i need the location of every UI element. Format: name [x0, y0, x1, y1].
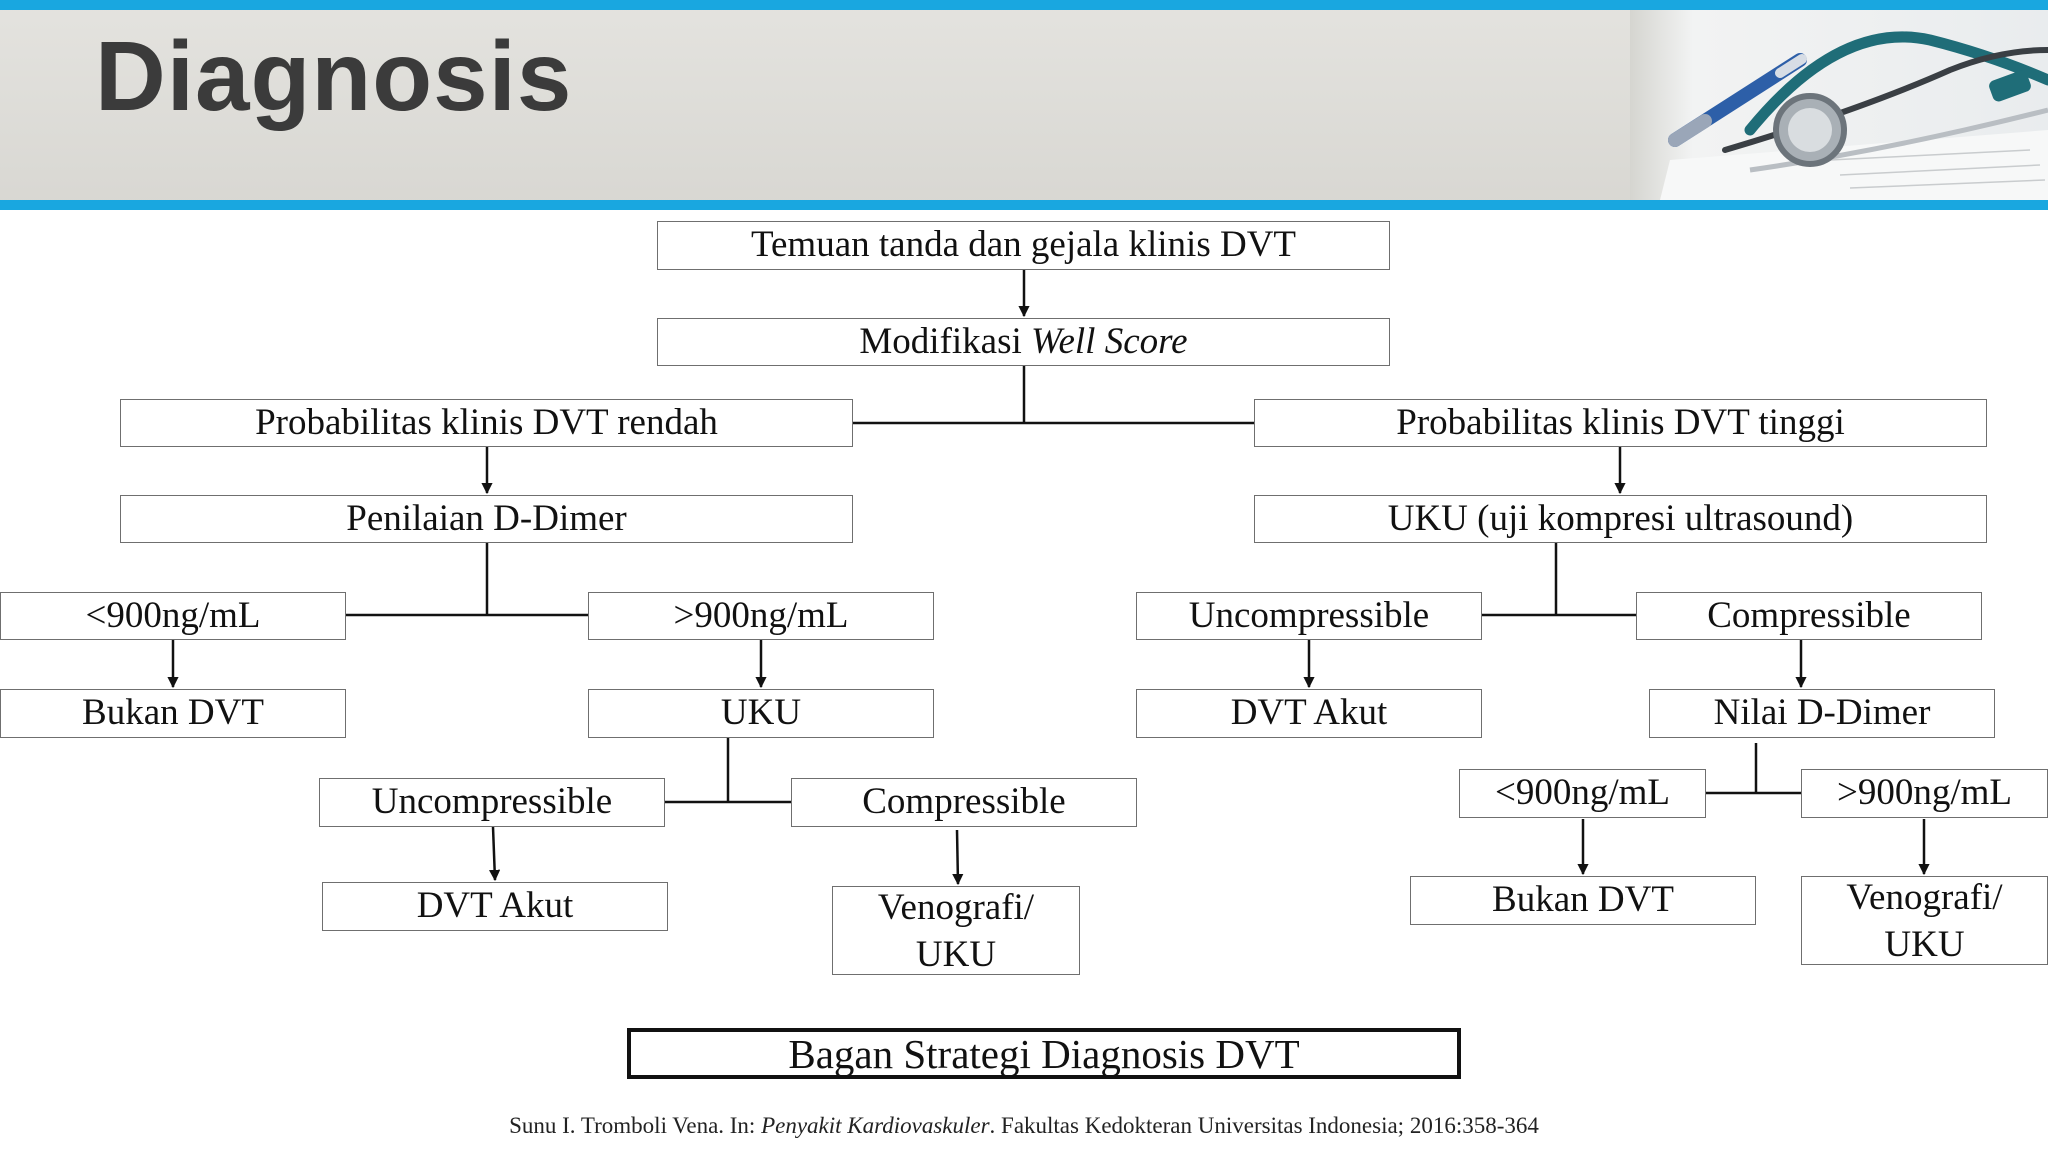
left-uncomp-label: Uncompressible: [371, 781, 613, 823]
box-left-bukan-dvt: Bukan DVT: [0, 689, 346, 738]
left-lt900-label: <900ng/mL: [85, 594, 261, 636]
box-right-nilai-ddimer: Nilai D-Dimer: [1649, 689, 1995, 738]
left-comp-label: Compressible: [862, 781, 1066, 823]
right-dvt-akut-label: DVT Akut: [1230, 692, 1388, 734]
right-nilai-ddimer-label: Nilai D-Dimer: [1713, 692, 1931, 734]
box-ddimer-assessment: Penilaian D-Dimer: [120, 495, 853, 543]
box-low-probability: Probabilitas klinis DVT rendah: [120, 399, 853, 447]
box-left-uku: UKU: [588, 689, 934, 738]
right-comp-label: Compressible: [1707, 594, 1911, 636]
header-top-accent-bar: [0, 0, 2048, 10]
box-modified-well-score: Modifikasi Well Score: [657, 318, 1390, 366]
high-prob-label: Probabilitas klinis DVT tinggi: [1396, 401, 1845, 443]
right-veno-line1: Venografi/: [1846, 876, 2003, 918]
right-veno-line2: UKU: [1884, 923, 1965, 965]
box-left-compressible: Compressible: [791, 778, 1137, 827]
uku-full-label: UKU (uji kompresi ultrasound): [1387, 497, 1854, 539]
right-uncomp-label: Uncompressible: [1188, 594, 1430, 636]
header-bottom-accent-bar: [0, 200, 2048, 210]
left-veno-line1: Venografi/: [877, 886, 1035, 928]
box-left-gt900: >900ng/mL: [588, 592, 934, 640]
low-prob-label: Probabilitas klinis DVT rendah: [255, 401, 718, 443]
left-veno-line2: UKU: [915, 933, 997, 975]
right-bukan-dvt-label: Bukan DVT: [1492, 879, 1674, 921]
right-gt900-label: >900ng/mL: [1836, 772, 2013, 814]
box-right-lt900: <900ng/mL: [1459, 769, 1706, 818]
arrow-comp-to-veno: [952, 829, 964, 886]
right-lt900-label: <900ng/mL: [1494, 772, 1671, 814]
box-left-dvt-akut: DVT Akut: [322, 882, 668, 931]
diagram-caption: Bagan Strategi Diagnosis DVT: [627, 1028, 1461, 1079]
arrow-uncomp-to-dvt: [488, 826, 501, 882]
box-high-probability: Probabilitas klinis DVT tinggi: [1254, 399, 1987, 447]
box-right-uncompressible: Uncompressible: [1136, 592, 1482, 640]
left-bukan-dvt-label: Bukan DVT: [82, 692, 264, 734]
box-right-compressible: Compressible: [1636, 592, 1982, 640]
box-right-bukan-dvt: Bukan DVT: [1410, 876, 1756, 925]
left-uku-label: UKU: [720, 692, 802, 734]
citation: Sunu I. Tromboli Vena. In: Penyakit Kard…: [0, 1113, 2048, 1139]
citation-prefix: Sunu I. Tromboli Vena. In:: [509, 1113, 762, 1138]
box-start-label: Temuan tanda dan gejala klinis DVT: [750, 224, 1297, 266]
left-dvt-akut-label: DVT Akut: [416, 885, 574, 927]
stethoscope-pen-image: [1630, 10, 2048, 200]
ddimer-label: Penilaian D-Dimer: [346, 497, 627, 539]
citation-suffix: . Fakultas Kedokteran Universitas Indone…: [989, 1113, 1539, 1138]
box-right-gt900: >900ng/mL: [1801, 769, 2048, 818]
box-left-lt900: <900ng/mL: [0, 592, 346, 640]
box-right-venografi-uku: Venografi/UKU: [1801, 876, 2048, 965]
box-right-dvt-akut: DVT Akut: [1136, 689, 1482, 738]
box-start-symptoms: Temuan tanda dan gejala klinis DVT: [657, 221, 1390, 270]
well-score-prefix: Modifikasi: [859, 320, 1032, 362]
box-uku-ultrasound: UKU (uji kompresi ultrasound): [1254, 495, 1987, 543]
citation-italic: Penyakit Kardiovaskuler: [761, 1113, 990, 1138]
slide-header: Diagnosis: [0, 0, 2048, 210]
box-left-venografi-uku: Venografi/UKU: [832, 886, 1080, 975]
well-score-italic: Well Score: [1031, 320, 1188, 362]
left-gt900-label: >900ng/mL: [673, 594, 849, 636]
box-left-uncompressible: Uncompressible: [319, 778, 665, 827]
slide-title: Diagnosis: [95, 21, 573, 131]
